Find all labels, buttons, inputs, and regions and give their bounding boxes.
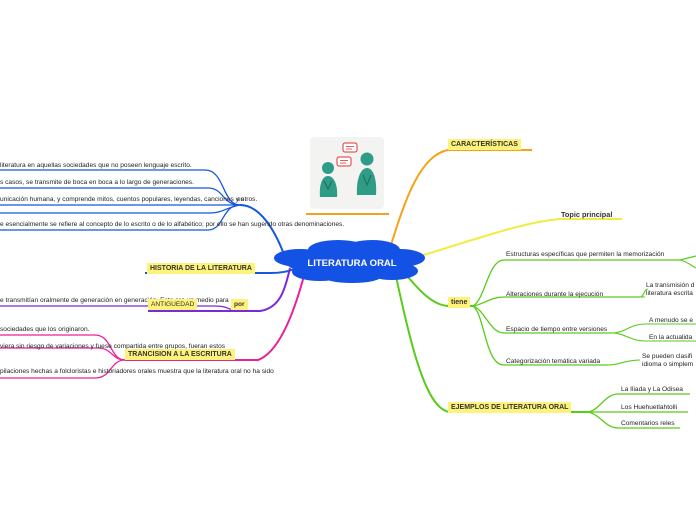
ejemplos-topic[interactable]: EJEMPLOS DE LITERATURA ORAL <box>448 402 572 413</box>
connector-tiene-item-2 <box>472 296 640 307</box>
connector-tiene-item-4 <box>472 305 608 366</box>
people-talking-icon <box>319 142 377 197</box>
center-cloud <box>274 240 425 283</box>
categorizacion-sub-2[interactable]: idioma o simplem <box>642 361 694 368</box>
connector-ejemplos <box>394 271 588 413</box>
center-topic-label[interactable]: LITERATURA ORAL <box>307 258 397 269</box>
connector-blue-main <box>239 204 286 258</box>
es-connector-label: es <box>237 196 244 203</box>
connector-purple-item <box>0 305 241 312</box>
espacio-sub-1[interactable]: A menudo se e <box>649 317 693 324</box>
connector-blue-extra <box>0 204 241 214</box>
ejemplo-item-2[interactable]: Los Huehuetlahtolli <box>621 404 678 411</box>
alteraciones-sub-1[interactable]: La transmisión d <box>646 282 695 289</box>
historia-topic[interactable]: HISTORIA DE LA LITERATURA <box>147 263 255 274</box>
magenta-item-1[interactable]: sociedades que los originaron. <box>0 326 90 333</box>
transicion-topic[interactable]: TRANCISION A LA ESCRITURA <box>125 349 235 360</box>
topic-principal[interactable]: Topic principal <box>561 210 613 219</box>
espacio-sub-2[interactable]: En la actualida <box>649 334 693 341</box>
caracteristicas-topic[interactable]: CARACTERÍSTICAS <box>448 139 521 150</box>
tiene-item-3[interactable]: Espacio de tiempo entre versiones <box>506 326 608 333</box>
connector-ejemplos-item-3 <box>587 411 680 429</box>
magenta-item-3[interactable]: pilaciones hechas a folcloristas e histo… <box>0 368 274 375</box>
connector-ejemplos-item-1 <box>587 393 690 413</box>
connector-transicion <box>125 271 306 361</box>
antiguedad-topic[interactable]: ANTIGUEDAD <box>148 299 198 310</box>
categorizacion-sub-1[interactable]: Se pueden clasifi <box>642 353 693 360</box>
connector-caracteristicas <box>389 149 532 249</box>
magenta-item-2[interactable]: viera sin riesgo de variaciones y fuese … <box>0 343 226 350</box>
connector-tiene-item-1-tail <box>679 259 696 269</box>
illustration-underline <box>306 213 389 215</box>
conversation-illustration <box>310 137 384 209</box>
connector-categorizacion-sub <box>607 359 641 366</box>
connector-espacio-sub <box>611 323 696 342</box>
alteraciones-sub-2[interactable]: literatura escrita <box>646 290 693 297</box>
connector-alteraciones-sub <box>639 288 649 298</box>
connector-tiene-item-3 <box>472 305 612 334</box>
blue-item-2[interactable]: s casos, se transmite de boca en boca a … <box>0 179 194 186</box>
por-connector-label: por <box>231 299 248 310</box>
connector-magenta-item-3 <box>0 359 126 379</box>
connector-antiguedad <box>148 267 291 312</box>
tiene-item-2[interactable]: Alteraciones durante la ejecución <box>506 291 604 298</box>
purple-item[interactable]: e transmitían oralmente de generación en… <box>0 297 229 304</box>
tiene-item-4[interactable]: Categorización temática variada <box>506 358 601 365</box>
blue-item-3[interactable]: unicación humana, y comprende mitos, cue… <box>0 196 258 203</box>
connector-magenta-item-2 <box>0 347 126 361</box>
ejemplo-item-3[interactable]: Comentarios reles <box>621 420 675 427</box>
blue-item-1[interactable]: literatura en aquellas sociedades que no… <box>0 162 192 169</box>
ejemplo-item-1[interactable]: La Iliada y La Odisea <box>621 386 683 393</box>
blue-item-4[interactable]: e esencialmente se refiere al concepto d… <box>0 221 345 228</box>
tiene-topic[interactable]: tiene <box>448 297 471 308</box>
connector-tiene-item-1 <box>472 255 696 307</box>
tiene-item-1[interactable]: Estructuras específicas que permiten la … <box>506 251 665 258</box>
